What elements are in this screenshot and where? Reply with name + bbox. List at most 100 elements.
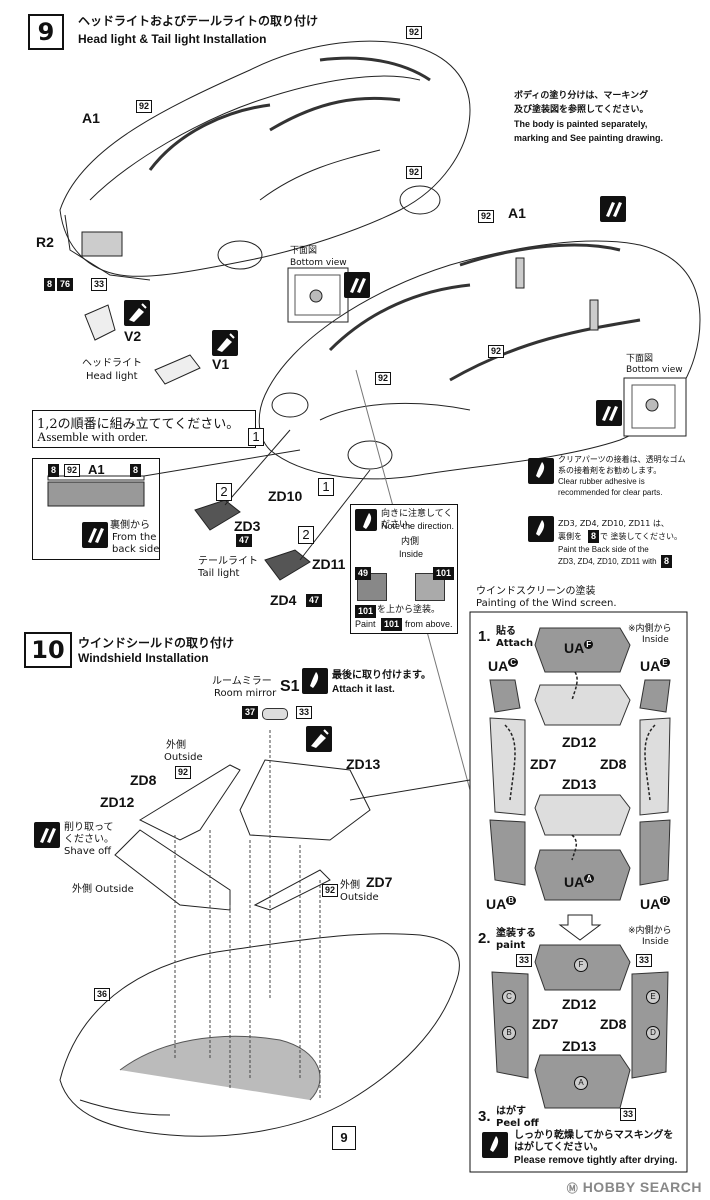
step-9-title-jp: ヘッドライトおよびテールライトの取り付け bbox=[78, 14, 319, 28]
bottom-view-en-a: Bottom view bbox=[290, 258, 347, 268]
outside-en-a: Outside bbox=[164, 752, 203, 763]
color-92-d: 92 bbox=[478, 210, 495, 223]
ws-step3-jp: はがす bbox=[496, 1106, 526, 1117]
order-1-marker-a: 1 bbox=[248, 428, 264, 446]
room-mirror-jp: ルームミラー bbox=[212, 676, 272, 687]
ua-text: UA bbox=[486, 896, 507, 912]
brush-tip-icon bbox=[528, 458, 554, 484]
mirror-part bbox=[262, 708, 288, 720]
attach-last-en: Attach it last. bbox=[332, 684, 395, 695]
zd-note-jp2b: で 塗装してください。 bbox=[600, 532, 683, 541]
ua-text: UA bbox=[640, 658, 661, 674]
brush-tip-icon bbox=[302, 668, 328, 694]
color-92-panel: 92 bbox=[64, 464, 81, 477]
ws-zd7-b: ZD7 bbox=[532, 1016, 559, 1032]
color-49: 49 bbox=[355, 567, 372, 580]
ws-color-33-c: 33 bbox=[620, 1108, 637, 1121]
color-92-h: 92 bbox=[322, 884, 339, 897]
mask-circle-d: D bbox=[646, 1026, 660, 1040]
color-92-a: 92 bbox=[406, 26, 423, 39]
color-76: 76 bbox=[57, 278, 74, 291]
paint-brush-icon bbox=[596, 400, 622, 426]
body-note-en1: The body is painted separately, bbox=[514, 119, 648, 129]
body-note-jp2: 及び塗装図を参照してください。 bbox=[514, 105, 649, 115]
ws-step2-num: 2. bbox=[478, 930, 491, 947]
label-zd8: ZD8 bbox=[130, 772, 157, 788]
step-10-title-en: Windshield Installation bbox=[78, 651, 209, 665]
back-side-en2: back side bbox=[112, 544, 160, 555]
back-side-en1: From the bbox=[112, 532, 157, 543]
label-v1: V1 bbox=[212, 356, 230, 372]
mask-circle-a: A bbox=[574, 1076, 588, 1090]
ws-color-33-b: 33 bbox=[636, 954, 653, 967]
ws-inside-en-a: Inside bbox=[642, 635, 669, 645]
ws-remove-jp2: はがしてください。 bbox=[514, 1142, 604, 1153]
a1-rear-panel-box bbox=[32, 458, 160, 560]
ws-inside-jp-a: ※内側から bbox=[628, 624, 672, 634]
color-8-d: 8 bbox=[588, 530, 600, 543]
label-zd11: ZD11 bbox=[312, 556, 346, 572]
ws-step3-num: 3. bbox=[478, 1108, 491, 1125]
paint-brush-icon bbox=[344, 272, 370, 298]
clear-note-en2: recommended for clear parts. bbox=[558, 488, 663, 497]
clear-note-jp1: クリアパーツの接着は、透明なゴム bbox=[558, 455, 686, 464]
color-92-f: 92 bbox=[375, 372, 392, 385]
mask-circle-b: B bbox=[502, 1026, 516, 1040]
body-paint-note: ボディの塗り分けは、マーキング 及び塗装図を参照してください。 The body… bbox=[508, 86, 684, 150]
ws-remove-en: Please remove tightly after drying. bbox=[514, 1155, 678, 1166]
label-zd4: ZD4 bbox=[270, 592, 297, 608]
step-10-number: 10 bbox=[24, 632, 72, 668]
mask-a: A bbox=[584, 874, 595, 884]
zd-note-jp1: ZD3, ZD4, ZD10, ZD11 は、 bbox=[558, 519, 669, 528]
label-zd10: ZD10 bbox=[268, 488, 303, 504]
color-101-c: 101 bbox=[381, 618, 403, 631]
color-37: 37 bbox=[242, 706, 259, 719]
clear-note-en1: Clear rubber adhesive is bbox=[558, 477, 645, 486]
assemble-en: Assemble with order. bbox=[37, 429, 148, 444]
color-8-c: 8 bbox=[130, 464, 142, 477]
direction-jp: 向きに注意してください。 bbox=[381, 509, 453, 530]
step-9-reference: 9 bbox=[332, 1126, 356, 1150]
bottom-view-en-b: Bottom view bbox=[626, 365, 683, 375]
headlight-en: Head light bbox=[86, 371, 138, 382]
ws-remove-jp: しっかり乾燥してからマスキングを bbox=[514, 1130, 674, 1141]
color-101-b: 101 bbox=[355, 605, 377, 618]
bottom-view-jp-b: 下面図 bbox=[626, 354, 654, 364]
step-9-number: 9 bbox=[28, 14, 64, 50]
label-zd13: ZD13 bbox=[346, 756, 381, 772]
paint-above-pre: Paint bbox=[355, 619, 376, 629]
headlight-jp: ヘッドライト bbox=[82, 358, 142, 369]
order-1-marker-b: 1 bbox=[318, 478, 334, 496]
brush-tip-icon bbox=[528, 516, 554, 542]
inside-en: Inside bbox=[399, 549, 424, 559]
inside-jp: 内側 bbox=[401, 537, 420, 547]
label-a1-panel: A1 bbox=[88, 462, 105, 477]
glue-icon bbox=[124, 300, 150, 326]
color-8-e: 8 bbox=[661, 555, 673, 568]
direction-note-box: 向きに注意してください。 Note the direction. 内側 Insi… bbox=[350, 504, 458, 634]
mask-d: D bbox=[660, 896, 671, 906]
body-note-jp1: ボディの塗り分けは、マーキング bbox=[514, 91, 649, 101]
ws-zd13-a: ZD13 bbox=[562, 776, 597, 792]
mask-circle-f: F bbox=[574, 958, 588, 972]
windscreen-title-jp: ウインドスクリーンの塗装 bbox=[476, 586, 596, 597]
paint-brush-icon bbox=[82, 522, 108, 548]
paint-above-post: from above. bbox=[405, 619, 453, 629]
glue-icon bbox=[306, 726, 332, 752]
step-10-title-jp: ウインドシールドの取り付け bbox=[78, 636, 235, 650]
bottom-view-jp-a: 下面図 bbox=[290, 246, 318, 256]
brush-tip-icon bbox=[355, 509, 377, 531]
color-33-b: 33 bbox=[296, 706, 313, 719]
color-92-c: 92 bbox=[406, 166, 423, 179]
windscreen-title-en: Painting of the Wind screen. bbox=[476, 598, 617, 609]
paint-brush-icon bbox=[34, 822, 60, 848]
watermark-logo: Ⓜ HOBBY SEARCH bbox=[566, 1179, 702, 1195]
step-9-title-en: Head light & Tail light Installation bbox=[78, 32, 267, 46]
label-a1-top: A1 bbox=[82, 110, 100, 126]
ua-text: UA bbox=[640, 896, 661, 912]
watermark-text: HOBBY SEARCH bbox=[582, 1179, 702, 1195]
paint-above-jp: を上から塗装。 bbox=[377, 605, 441, 615]
